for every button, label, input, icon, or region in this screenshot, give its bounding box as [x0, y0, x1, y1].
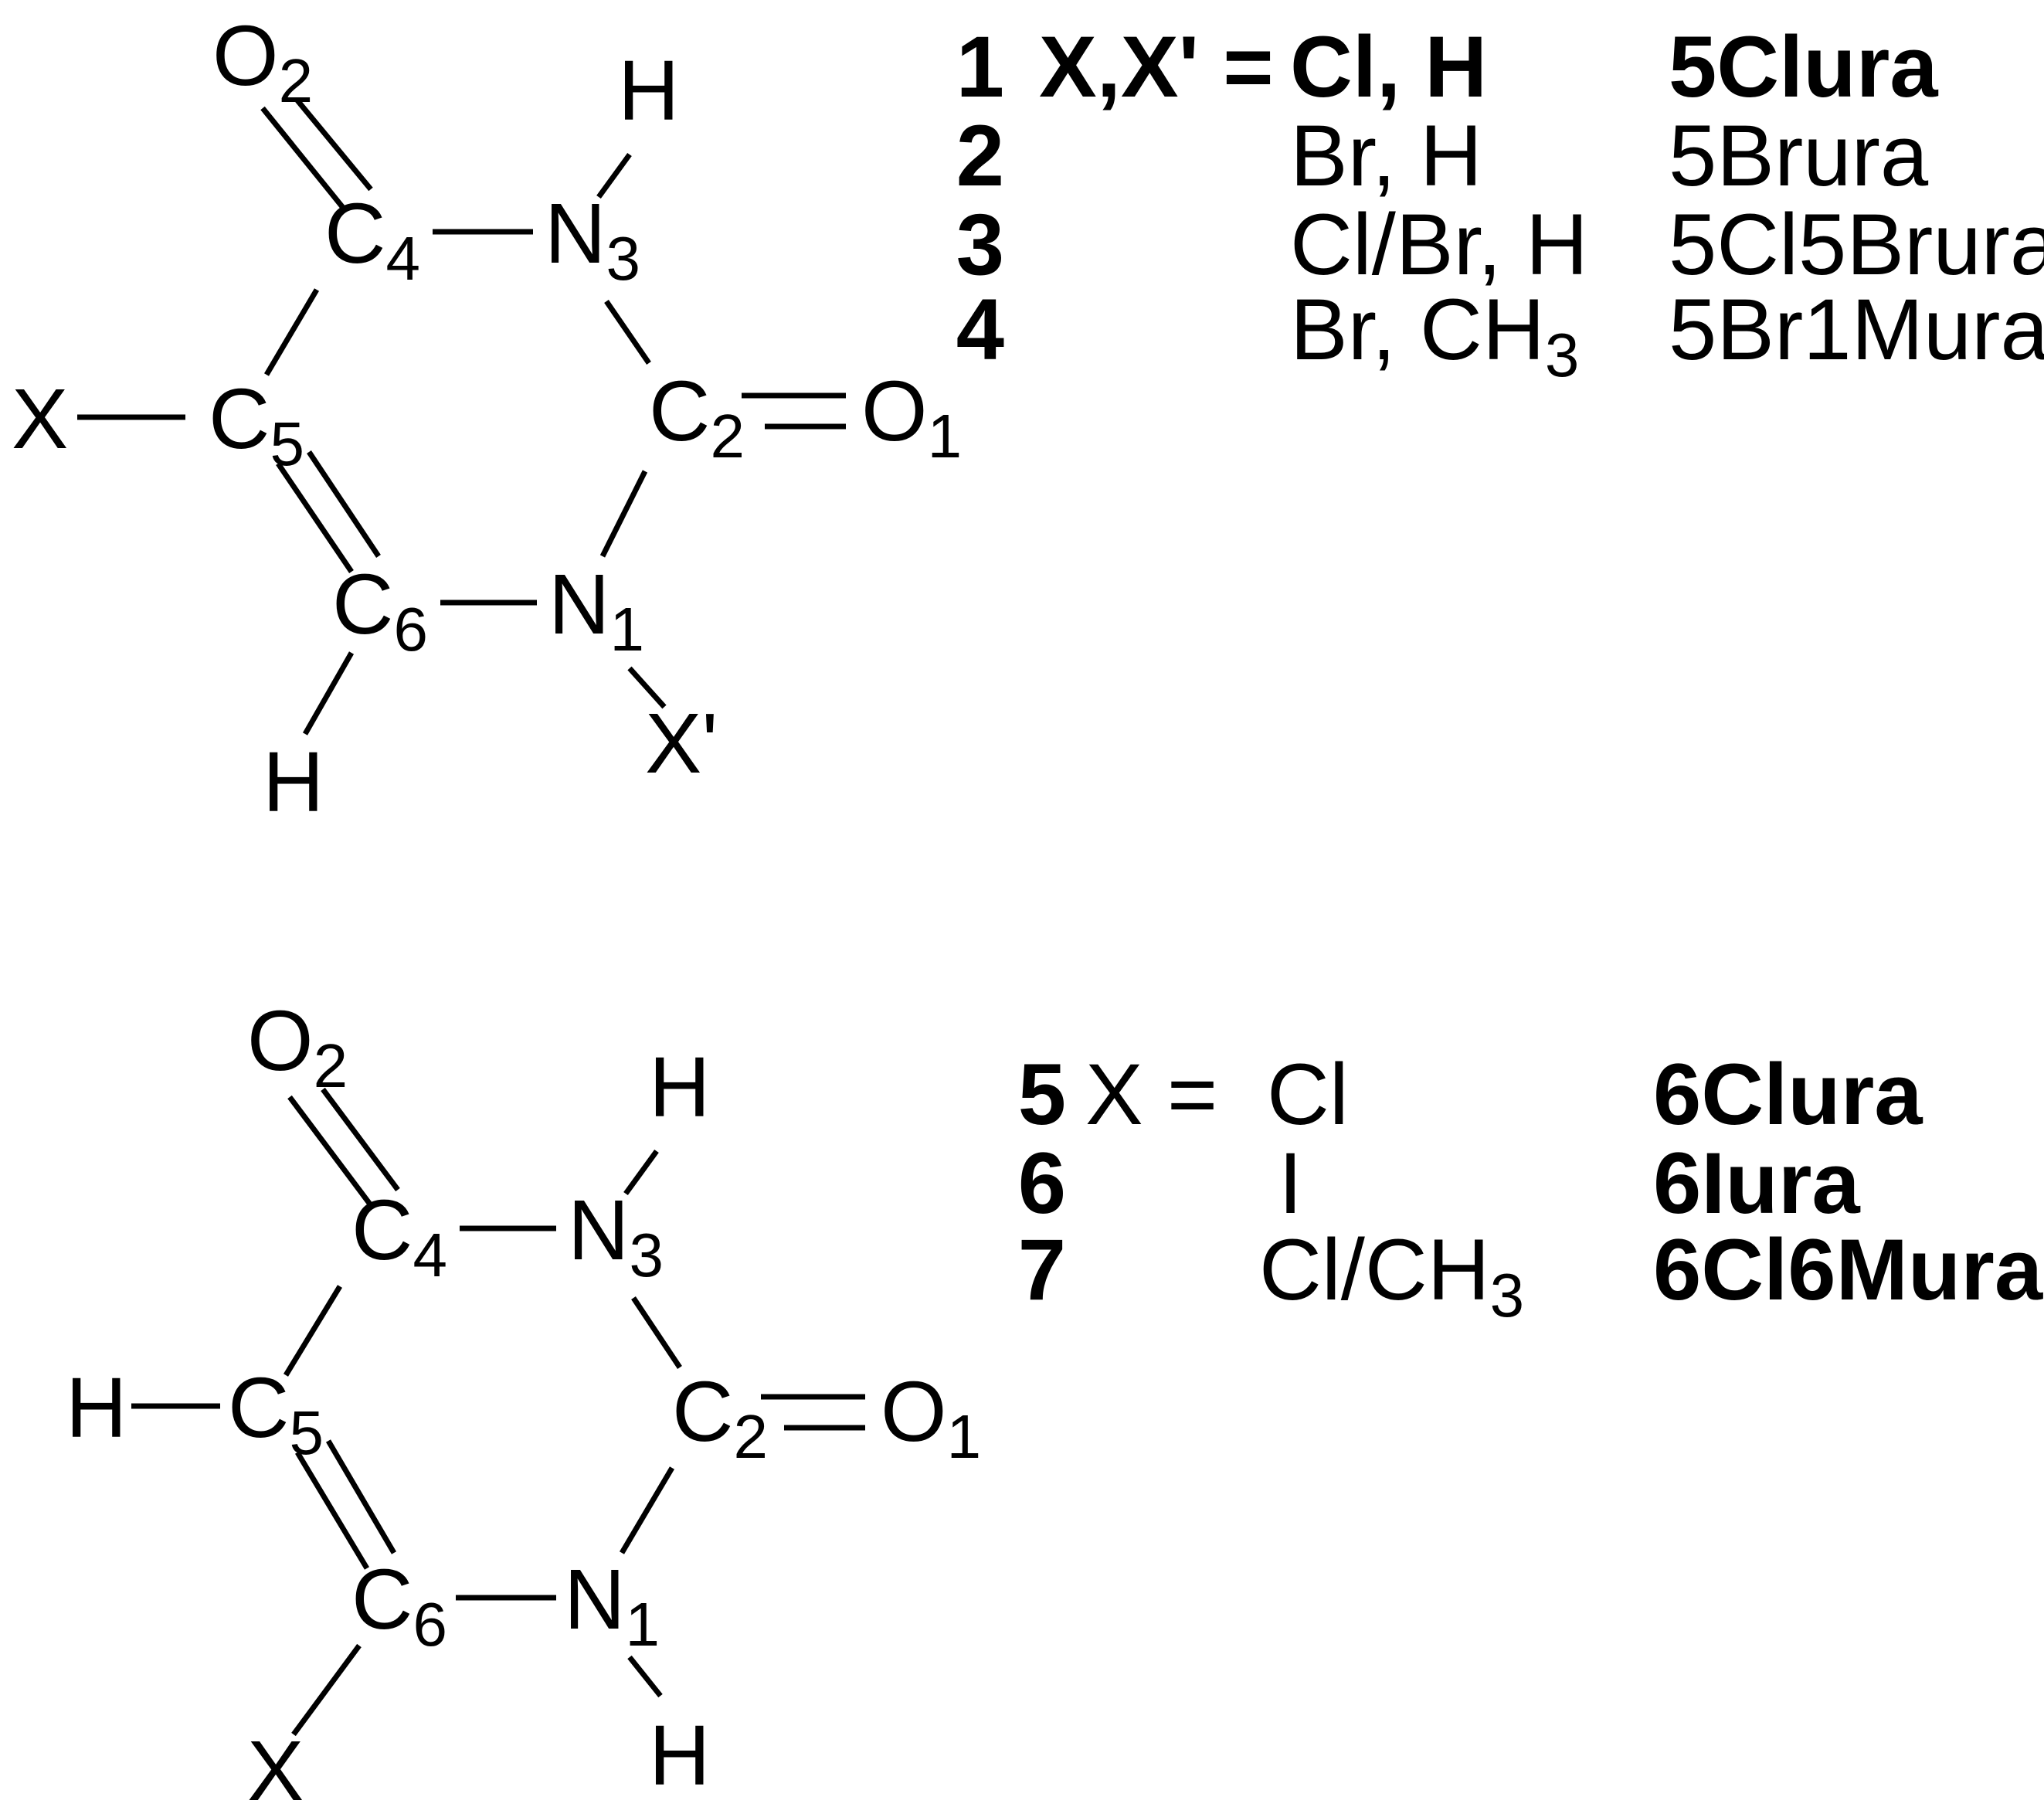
atom-n3: N3	[545, 186, 640, 293]
bonds-bottom	[131, 1087, 865, 1737]
table-row: 1 Cl, H 5Clura	[956, 19, 1939, 115]
bond-c2-n1	[599, 470, 648, 558]
table-row: 3 Cl/Br, H 5Cl5Brura	[956, 196, 2044, 293]
structure-top: O2 H C4 N3 X C5 C2 O1 C6 N1 H X'	[12, 8, 962, 830]
compound-code: 6Cl6Mura	[1653, 1221, 2043, 1318]
bond-c6-x	[291, 1643, 362, 1737]
atom-c6: C6	[351, 1552, 447, 1659]
atom-x: X	[247, 1724, 304, 1814]
compound-code: 5Cl5Brura	[1669, 196, 2044, 293]
compound-code: 5Clura	[1669, 19, 1938, 115]
substituents: Cl	[1267, 1046, 1349, 1143]
atom-o1: O1	[861, 364, 962, 470]
atom-c4: C4	[324, 186, 420, 293]
atom-c2: C2	[649, 364, 745, 470]
bond-o2-c4-a	[287, 1095, 373, 1208]
table-row: 5 Cl 6Clura	[1018, 1046, 1923, 1143]
table-row: 4 Br, CH3 5Br1Mura	[956, 281, 2044, 389]
atom-h-c5: H	[66, 1360, 127, 1456]
table-header: X =	[1085, 1046, 1217, 1143]
bond-c5-c6-b	[307, 450, 381, 558]
bond-n3-c2	[631, 1296, 682, 1369]
substituents: Br, H	[1290, 107, 1482, 204]
substituents: Cl/CH3	[1259, 1221, 1524, 1330]
atom-h-n3: H	[649, 1040, 710, 1135]
structure-bottom: O2 H C4 N3 H C5 C2 O1 C6 N1 X H	[66, 994, 981, 1814]
atom-c5: C5	[228, 1360, 324, 1467]
compound-code: 6Iura	[1653, 1135, 1860, 1231]
bond-c5-c6-b	[325, 1439, 397, 1554]
compound-code: 5Br1Mura	[1669, 281, 2044, 378]
compound-number: 4	[956, 281, 1004, 378]
compound-code: 5Brura	[1669, 107, 1929, 204]
compound-table-top: X,X' = 1 Cl, H 5Clura 2 Br, H 5Brura 3 C…	[956, 19, 2044, 389]
table-row: 6 I 6Iura	[1018, 1135, 1861, 1231]
substituents: I	[1278, 1135, 1302, 1231]
substituents: Br, CH3	[1290, 281, 1579, 389]
table-header: X,X' =	[1039, 19, 1274, 115]
atoms-bottom: O2 H C4 N3 H C5 C2 O1 C6 N1 X H	[66, 994, 981, 1814]
compound-number: 5	[1018, 1046, 1066, 1143]
bond-c5-c6-a	[294, 1451, 370, 1570]
table-row: 7 Cl/CH3 6Cl6Mura	[1018, 1221, 2043, 1330]
bonds-top	[77, 98, 846, 735]
atom-x-prime: X'	[645, 696, 718, 791]
bond-n1-xp	[627, 666, 667, 709]
atom-c6: C6	[332, 557, 428, 664]
compound-code: 6Clura	[1653, 1046, 1923, 1143]
bond-c5-c6-a	[276, 462, 354, 573]
bond-o2-c4-b	[321, 1087, 400, 1192]
compound-table-bottom: X = 5 Cl 6Clura 6 I 6Iura 7 Cl/CH3 6Cl6M…	[1018, 1046, 2043, 1330]
atom-n1: N1	[564, 1552, 660, 1659]
substituents: Cl/Br, H	[1290, 196, 1588, 293]
bond-o2-c4-b	[295, 98, 373, 192]
atom-x: X	[12, 372, 68, 467]
atom-c4: C4	[351, 1183, 447, 1289]
atom-n3: N3	[568, 1183, 664, 1289]
substituents: Cl, H	[1290, 19, 1487, 115]
bond-c4-c5	[284, 1285, 342, 1377]
compound-number: 2	[956, 107, 1004, 204]
atom-n1: N1	[548, 557, 644, 664]
bond-n3-h	[623, 1149, 659, 1196]
bond-c6-h	[302, 651, 355, 735]
atom-h-c6: H	[263, 735, 324, 830]
compound-number: 1	[956, 19, 1004, 115]
bond-o2-c4-a	[260, 106, 346, 211]
atom-h-n1: H	[649, 1708, 710, 1803]
compound-number: 7	[1018, 1221, 1066, 1318]
atom-c5: C5	[209, 372, 304, 478]
atoms-top: O2 H C4 N3 X C5 C2 O1 C6 N1 H X'	[12, 8, 962, 830]
atom-o1: O1	[881, 1364, 981, 1471]
atom-o2: O2	[212, 8, 313, 115]
bond-n3-c2	[604, 300, 651, 365]
compound-number: 3	[956, 196, 1004, 293]
compound-number: 6	[1018, 1135, 1066, 1231]
bond-n1-h	[627, 1655, 663, 1698]
atom-c2: C2	[672, 1364, 768, 1471]
table-row: 2 Br, H 5Brura	[956, 107, 1929, 204]
bond-c4-c5	[263, 288, 320, 376]
atom-o2: O2	[247, 994, 348, 1100]
bond-c2-n1	[619, 1466, 675, 1554]
bond-n3-h	[596, 152, 632, 199]
atom-h-n3: H	[618, 43, 679, 138]
